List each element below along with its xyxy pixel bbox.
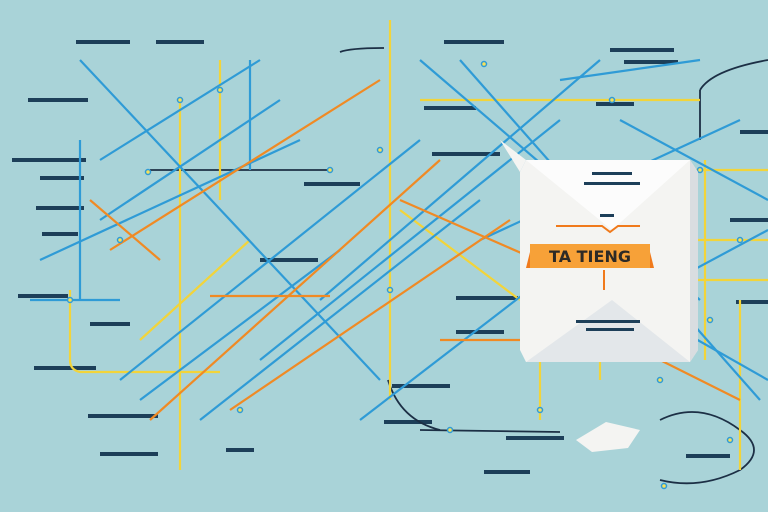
text-blurbs	[12, 40, 768, 474]
banner-label: TA TIENG	[549, 247, 631, 266]
banner	[526, 225, 654, 290]
